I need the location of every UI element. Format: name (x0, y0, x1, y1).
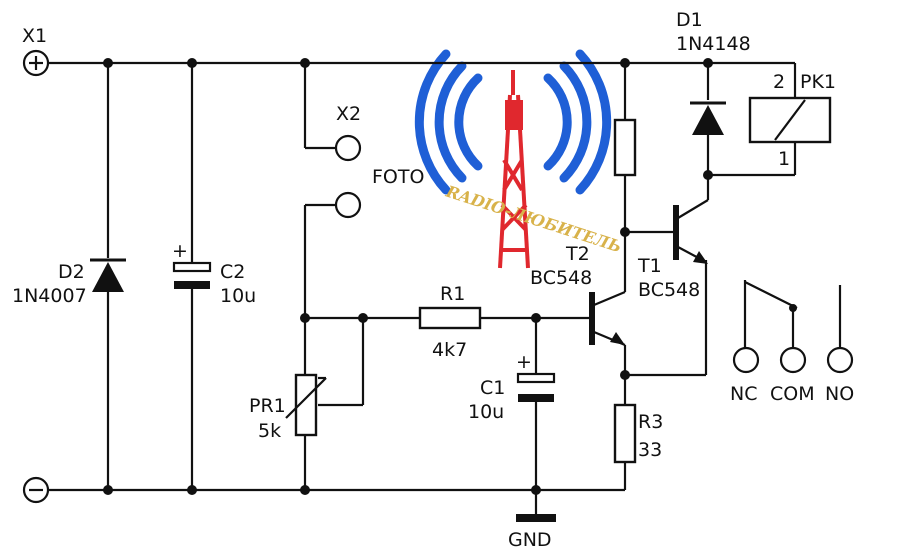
gnd-label: GND (508, 529, 552, 551)
r3-ref: R3 (638, 411, 663, 433)
nc-label: NC (730, 383, 757, 405)
capacitor-c1 (516, 372, 556, 402)
diode-d1 (690, 101, 726, 135)
r3-value: 33 (638, 439, 662, 461)
transistor-t2 (589, 290, 626, 347)
d1-value: 1N4148 (676, 33, 751, 55)
t2-value: BC548 (530, 267, 592, 289)
resistor-r3 (613, 403, 637, 464)
terminal-no[interactable] (826, 346, 854, 374)
r1-ref: R1 (440, 283, 465, 305)
foto-label: FOTO (372, 166, 424, 188)
d2-ref: D2 (58, 261, 85, 283)
c2-ref: C2 (220, 261, 245, 283)
transistor-t1 (673, 199, 709, 264)
pr1-ref: PR1 (249, 395, 286, 417)
r1-value: 4k7 (432, 339, 467, 361)
c1-value: 10u (468, 401, 504, 423)
resistor-pullup (613, 118, 637, 177)
relay-coil-pk1 (748, 96, 832, 144)
d1-ref: D1 (676, 9, 703, 31)
x1-label: X1 (22, 25, 47, 47)
junctions (103, 58, 713, 495)
c1-plus: + (516, 351, 532, 373)
watermark-text: RADIO-ЛЮБИТЕЛЬ (443, 181, 624, 256)
x2-label: X2 (336, 103, 361, 125)
terminal-x2[interactable] (334, 134, 362, 162)
t2-ref: T2 (565, 243, 590, 265)
diode-d2 (90, 258, 126, 292)
relay-contacts (743, 280, 842, 348)
terminal-foto[interactable] (334, 191, 362, 219)
c2-value: 10u (220, 285, 256, 307)
capacitor-c2 (172, 261, 212, 289)
resistor-r1 (418, 306, 482, 330)
terminal-com[interactable] (779, 346, 807, 374)
com-label: COM (770, 383, 815, 405)
terminal-x1-plus[interactable] (22, 49, 50, 77)
d2-value: 1N4007 (12, 285, 87, 307)
pk1-pin2: 2 (773, 71, 785, 93)
terminal-minus[interactable] (22, 476, 50, 504)
c1-ref: C1 (480, 377, 505, 399)
no-label: NO (825, 383, 854, 405)
potentiometer-pr1 (285, 373, 327, 437)
pk1-ref: PK1 (800, 71, 836, 93)
c2-plus: + (172, 240, 188, 262)
pr1-value: 5k (258, 420, 281, 442)
t1-value: BC548 (638, 279, 700, 301)
terminal-nc[interactable] (732, 346, 760, 374)
pk1-pin1: 1 (778, 148, 790, 170)
watermark-logo: RADIO-ЛЮБИТЕЛЬ (414, 49, 624, 269)
t1-ref: T1 (637, 255, 662, 277)
